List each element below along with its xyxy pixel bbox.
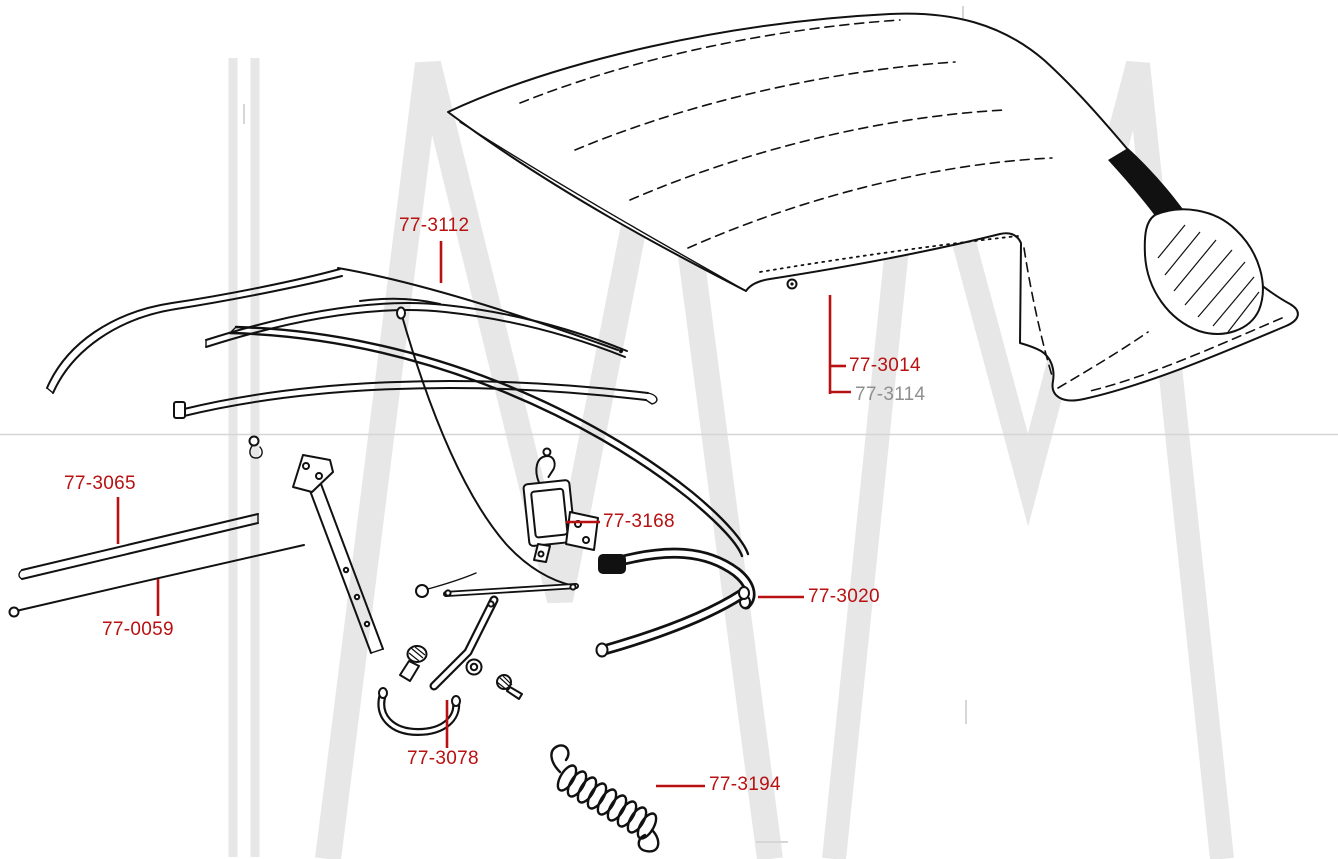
upper-seal [598, 547, 756, 610]
weatherstrip-group [8, 513, 305, 618]
rail-end-hook [645, 392, 658, 405]
j-hook-handle [377, 687, 461, 737]
spring-coils [556, 764, 658, 840]
part-label-77-3168: 77-3168 [603, 511, 675, 532]
front-bow-inner-edge [459, 121, 747, 292]
set-screw [496, 674, 523, 700]
listing-strip [205, 297, 628, 358]
part-label-77-3114: 77-3114 [855, 384, 926, 405]
hinge-bracket [292, 454, 334, 493]
tension-spring [550, 744, 660, 853]
tension-rod [8, 544, 305, 618]
leader-lines [116, 241, 851, 788]
spring-bottom-hook [637, 828, 660, 853]
latch-striker-plate [565, 511, 599, 551]
rear-bow-arc [228, 325, 750, 558]
middle-rail [173, 380, 658, 419]
soft-top-canvas [447, 12, 1299, 402]
spring-top-hook [550, 744, 570, 774]
canvas-seam-lines [519, 19, 1053, 249]
washer-grommet [465, 658, 483, 676]
mounting-bracket [429, 595, 499, 691]
retainer-clip [248, 435, 263, 459]
side-flap-dashed [1023, 247, 1054, 380]
rear-edge-dashed [1089, 317, 1283, 392]
strip-dark-section [359, 297, 441, 305]
folding-frame [248, 435, 384, 654]
weatherstrip [18, 513, 259, 580]
canvas-fastener-dot [790, 282, 794, 286]
seal-end-block [598, 554, 626, 574]
part-label-77-3078: 77-3078 [407, 748, 479, 769]
top-frame-rails [46, 267, 750, 598]
window-glass-hatch [1157, 224, 1260, 333]
small-fasteners [377, 645, 523, 737]
lower-seal [595, 586, 750, 658]
shoulder-bolt [399, 645, 428, 682]
part-label-77-3194: 77-3194 [709, 774, 781, 795]
cable-eyelet [415, 584, 429, 598]
quarter-dashed [1057, 331, 1149, 389]
part-label-77-3014: 77-3014 [849, 355, 921, 376]
rod-eyelet [8, 606, 20, 618]
side-rail-hooked [46, 268, 343, 394]
part-label-77-3065: 77-3065 [64, 473, 136, 494]
control-cable [396, 306, 575, 598]
rear-quarter-window [1143, 208, 1264, 335]
part-label-77-0059: 77-0059 [102, 619, 174, 640]
canvas-stitch-dotted [759, 235, 1019, 273]
watermark-letter-m [315, 60, 783, 859]
rail-end-fitting [173, 401, 186, 419]
canvas-outline [447, 12, 1299, 402]
part-label-77-3112: 77-3112 [399, 215, 470, 236]
link-rod [443, 583, 579, 597]
pillar-rail [302, 467, 384, 654]
header-seals [595, 547, 756, 658]
part-label-77-3020: 77-3020 [808, 586, 880, 607]
